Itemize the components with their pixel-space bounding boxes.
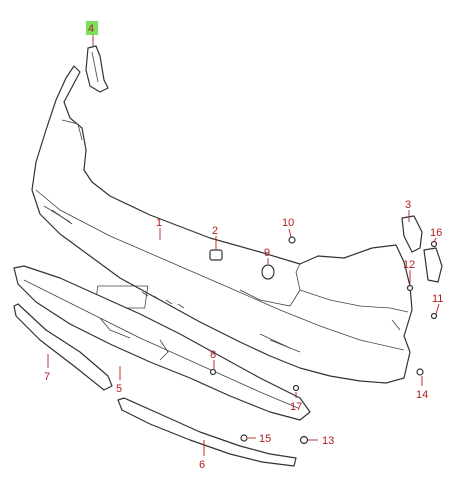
watermark: sprawdzone [6, 459, 71, 473]
callout-5: 5 [116, 383, 122, 395]
callout-12: 12 [403, 259, 415, 271]
part-15-screw [240, 434, 248, 442]
part-2-clip [209, 249, 223, 261]
callout-6: 6 [199, 459, 205, 471]
part-11-screw [430, 312, 438, 320]
callout-4: 4 [88, 23, 94, 35]
callout-10: 10 [282, 217, 294, 229]
part-10-screw [288, 236, 296, 244]
callout-14: 14 [416, 389, 428, 401]
part-12-retainer [423, 247, 443, 283]
callout-9: 9 [264, 247, 270, 259]
part-16-screw [430, 240, 438, 248]
callout-1: 1 [156, 217, 162, 229]
part-17-screw [292, 384, 300, 392]
callout-11: 11 [432, 293, 443, 305]
part-6-lower-strip [117, 397, 297, 467]
callout-17: 17 [290, 401, 302, 413]
part-9-cap [261, 264, 275, 280]
highlight-4 [86, 21, 98, 35]
callout-7: 7 [44, 371, 50, 383]
callout-8: 8 [210, 349, 216, 361]
part-3-side-bracket [401, 215, 423, 253]
part-7-lower-trim [13, 303, 113, 391]
part-14-screw [416, 368, 424, 376]
leader-lines [47, 34, 440, 456]
callout-2: 2 [212, 225, 218, 237]
part-4-bracket [85, 45, 109, 93]
part-12-screw [406, 284, 414, 292]
callout-16: 16 [430, 227, 442, 239]
part-1-bumper-cover [31, 65, 413, 384]
callout-15: 15 [259, 433, 271, 445]
part-13-nut [299, 435, 309, 445]
callout-13: 13 [322, 435, 334, 447]
part-8-screw [209, 368, 217, 376]
callout-3: 3 [405, 199, 411, 211]
